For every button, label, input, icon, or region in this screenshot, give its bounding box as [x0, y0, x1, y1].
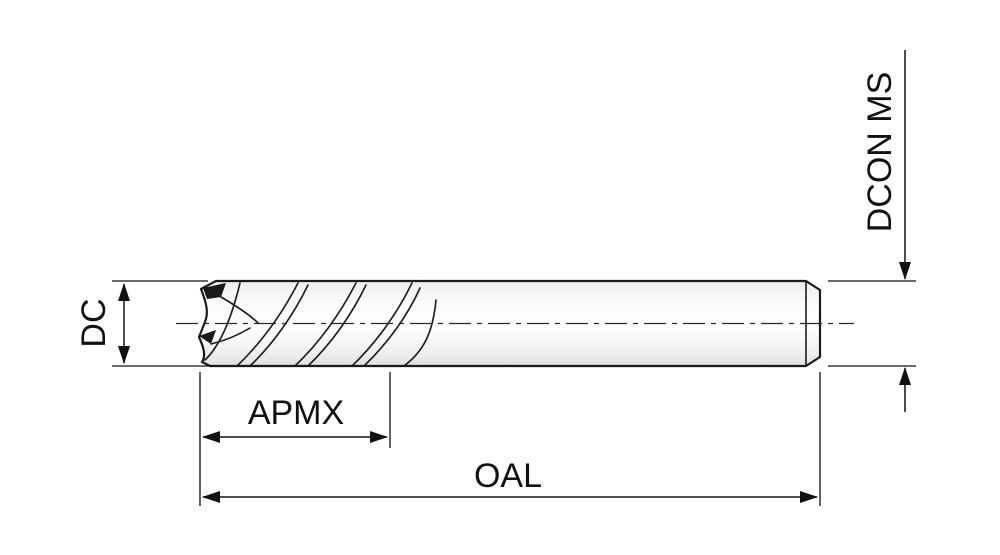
- dcon-ms-label: DCON MS: [861, 72, 899, 233]
- dcon-ms-dimension: DCON MS: [828, 50, 916, 412]
- flute-runout-curve: [403, 299, 437, 367]
- end-mill-drawing: [176, 279, 854, 368]
- dc-label: DC: [75, 298, 113, 347]
- end-gash-curve-upper: [220, 296, 259, 324]
- apmx-label: APMX: [248, 394, 344, 432]
- apmx-dimension: APMX: [199, 372, 391, 448]
- oal-label: OAL: [474, 457, 542, 495]
- tip-tooth-lower: [199, 330, 216, 344]
- dc-dimension: DC: [75, 280, 212, 367]
- tip-tooth-upper: [203, 283, 226, 299]
- end-gash-curve-lower: [210, 327, 251, 345]
- oal-dimension: OAL: [199, 372, 821, 506]
